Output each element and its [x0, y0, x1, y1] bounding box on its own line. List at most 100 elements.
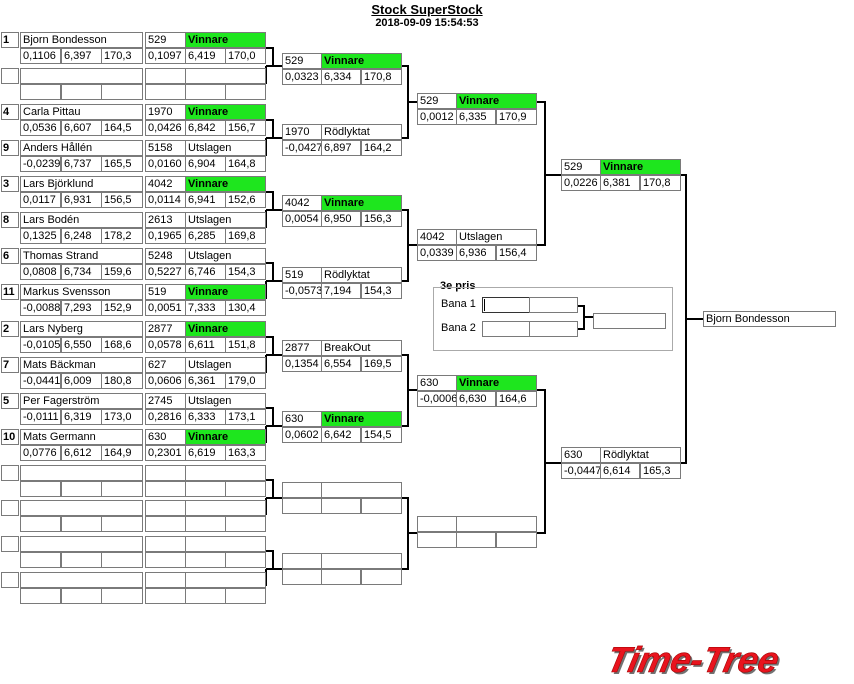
car-number: 529	[282, 53, 322, 69]
bracket-connector	[681, 174, 703, 464]
third-place-title: 3e pris	[438, 279, 478, 293]
run-time: -0,0006	[417, 391, 457, 407]
driver-time: 164,9	[101, 445, 143, 461]
driver-time: 173,0	[101, 409, 143, 425]
bracket-connector	[265, 550, 282, 586]
driver-time: 6,397	[61, 48, 102, 64]
run-time	[225, 84, 266, 100]
run-time: 0,0054	[282, 211, 322, 227]
run-time: 6,746	[185, 264, 226, 280]
run-time: 0,0051	[145, 300, 186, 316]
lane1-input[interactable]	[482, 297, 530, 313]
run-time	[361, 498, 402, 514]
run-time: 170,9	[496, 109, 537, 125]
run-time	[185, 552, 226, 568]
status-label: Vinnare	[321, 411, 402, 427]
status-label	[321, 482, 402, 498]
run-time: 164,6	[496, 391, 537, 407]
bracket-connector	[265, 336, 282, 373]
driver-time: 170,3	[101, 48, 143, 64]
lane1-result	[529, 297, 578, 313]
driver-time: 0,1106	[20, 48, 61, 64]
run-time: 0,0606	[145, 373, 186, 389]
seed-box: 4	[1, 104, 19, 120]
status-label	[185, 465, 266, 481]
car-number	[417, 516, 457, 532]
bracket-connector	[402, 209, 417, 282]
run-time	[282, 569, 322, 585]
car-number: 2877	[145, 321, 186, 337]
driver-time: -0,0088	[20, 300, 61, 316]
run-time: 7,333	[185, 300, 226, 316]
car-number	[145, 500, 186, 516]
run-time	[185, 516, 226, 532]
run-time: 0,0426	[145, 120, 186, 136]
seed-box: 7	[1, 357, 19, 373]
car-number: 529	[561, 159, 601, 175]
driver-time	[101, 552, 143, 568]
seed-box	[1, 536, 19, 552]
driver-name: Lars Bodén	[20, 212, 143, 228]
driver-time: 6,931	[61, 192, 102, 208]
driver-time: 6,550	[61, 337, 102, 353]
status-label: Rödlyktat	[321, 267, 402, 283]
lane2-input[interactable]	[482, 321, 530, 337]
status-label: Vinnare	[600, 159, 681, 175]
driver-time	[20, 84, 61, 100]
car-number: 1970	[145, 104, 186, 120]
run-time	[417, 532, 457, 548]
car-number: 627	[145, 357, 186, 373]
driver-name: Per Fagerström	[20, 393, 143, 409]
car-number: 529	[145, 32, 186, 48]
bracket-connector	[265, 407, 282, 443]
driver-time: 6,319	[61, 409, 102, 425]
driver-time: 0,0536	[20, 120, 61, 136]
driver-time: -0,0105	[20, 337, 61, 353]
run-time: 6,904	[185, 156, 226, 172]
driver-time: 156,5	[101, 192, 143, 208]
run-time	[225, 481, 266, 497]
run-time: -0,0447	[561, 463, 601, 479]
status-label: Utslagen	[185, 248, 266, 264]
seed-box: 1	[1, 32, 19, 48]
run-time: 165,3	[640, 463, 681, 479]
driver-time: -0,0111	[20, 409, 61, 425]
run-time: 170,8	[361, 69, 402, 85]
bracket-connector	[265, 191, 282, 228]
run-time: 6,630	[456, 391, 496, 407]
driver-time: 7,293	[61, 300, 102, 316]
driver-time: 0,0117	[20, 192, 61, 208]
seed-box	[1, 68, 19, 84]
run-time: 0,0226	[561, 175, 601, 191]
status-label: Utslagen	[456, 229, 537, 245]
car-number	[282, 482, 322, 498]
run-time: 6,642	[321, 427, 361, 443]
driver-time: 159,6	[101, 264, 143, 280]
status-label	[321, 553, 402, 569]
driver-time	[61, 481, 102, 497]
driver-time	[20, 481, 61, 497]
status-label: Vinnare	[185, 429, 266, 445]
car-number: 630	[282, 411, 322, 427]
champion-name: Bjorn Bondesson	[703, 311, 836, 327]
run-time	[225, 552, 266, 568]
run-time: 6,335	[456, 109, 496, 125]
run-time: 164,2	[361, 140, 402, 156]
seed-box: 6	[1, 248, 19, 264]
status-label: Utslagen	[185, 212, 266, 228]
car-number: 630	[561, 447, 601, 463]
run-time: 0,0339	[417, 245, 457, 261]
run-time: 154,3	[225, 264, 266, 280]
header: Stock SuperStock 2018-09-09 15:54:53	[0, 2, 854, 30]
run-time	[456, 532, 496, 548]
run-time: 0,0323	[282, 69, 322, 85]
car-number	[145, 465, 186, 481]
bracket-connector	[265, 479, 282, 515]
run-time: -0,0427	[282, 140, 322, 156]
run-time: 151,8	[225, 337, 266, 353]
run-time: 6,950	[321, 211, 361, 227]
run-time	[145, 481, 186, 497]
status-label: Vinnare	[185, 32, 266, 48]
driver-name: Lars Nyberg	[20, 321, 143, 337]
